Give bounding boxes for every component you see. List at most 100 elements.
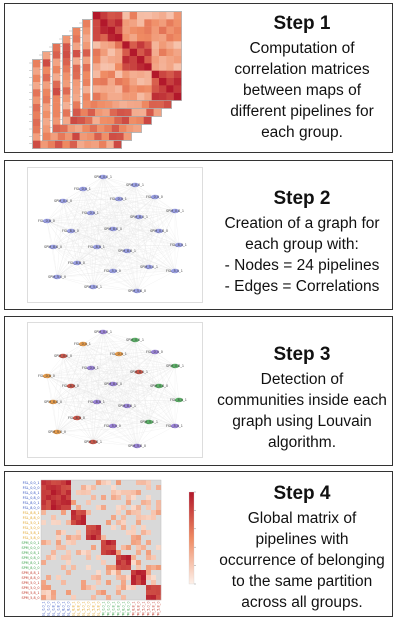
matrix-cell (61, 520, 67, 526)
matrix-row-label: SPM_0,8_1 (21, 551, 39, 555)
graph-edge (52, 353, 120, 403)
matrix-cell (141, 590, 147, 596)
matrix-cell (111, 560, 117, 566)
matrix-cell (131, 540, 137, 546)
graph-edge (82, 188, 176, 272)
matrix-cell (101, 495, 107, 501)
matrix-cell (144, 26, 152, 35)
matrix-cell (56, 545, 62, 551)
matrix-cell (81, 575, 87, 581)
matrix-cell (116, 565, 122, 571)
matrix-cell (126, 495, 132, 501)
graph-node: SPM_8,8_1 (118, 403, 136, 409)
matrix-cell (76, 510, 82, 516)
matrix-cell (156, 510, 162, 516)
matrix-cell (159, 92, 167, 101)
matrix-cell (43, 110, 51, 119)
graph-edge (96, 401, 150, 423)
graph-edge (62, 355, 114, 385)
matrix-cell (101, 570, 107, 576)
matrix-cell (111, 485, 117, 491)
matrix-cell (96, 540, 102, 546)
matrix-cell (116, 585, 122, 591)
matrix-row-label: SPM_5,0_1 (21, 581, 39, 585)
matrix-cell (93, 48, 101, 57)
matrix-cell (141, 535, 147, 541)
matrix-cell (101, 480, 107, 486)
matrix-cell (71, 540, 77, 546)
matrix-cell (76, 565, 82, 571)
matrix-cell (116, 495, 122, 501)
matrix-cell (141, 575, 147, 581)
matrix-cell (143, 116, 152, 124)
matrix-cell (76, 490, 82, 496)
matrix-cell (53, 124, 61, 133)
matrix-row-label: FSL_0,0_0 (23, 486, 40, 490)
matrix-cell (113, 140, 122, 148)
graph-edge (52, 401, 128, 407)
graph-node: FSL_8,8_1 (88, 399, 105, 405)
matrix-cell (129, 41, 138, 49)
matrix-cell (76, 540, 82, 546)
matrix-cell (46, 555, 52, 561)
matrix-cell (173, 78, 182, 86)
matrix-cell (65, 132, 73, 140)
graph-edge (62, 355, 176, 427)
matrix-cell (83, 27, 91, 35)
matrix-cell (53, 80, 61, 89)
matrix-cell (81, 480, 87, 486)
matrix-cell (116, 555, 122, 561)
matrix-cell (121, 570, 127, 576)
matrix-cell (151, 12, 160, 20)
matrix-cell (129, 56, 138, 64)
matrix-cell (151, 490, 157, 496)
graph-edge (118, 198, 176, 272)
graph-node: FSL_0,0_1 (74, 341, 91, 347)
matrix-cell (146, 595, 152, 601)
matrix-cell (137, 12, 145, 20)
matrix-cell (151, 34, 160, 42)
matrix-cell (126, 490, 132, 496)
graph-edge (46, 375, 150, 423)
matrix-cell (43, 118, 51, 126)
matrix-cell (121, 555, 127, 561)
matrix-cell (104, 124, 112, 132)
matrix-cell (61, 550, 67, 556)
matrix-cell (115, 78, 123, 86)
matrix-cell (46, 585, 52, 591)
graph-edge (96, 246, 128, 252)
graph-node: SPM_8,8_1 (118, 248, 136, 254)
matrix-col-label: SPM_5,0_1 (142, 602, 146, 617)
matrix-cell (86, 565, 92, 571)
graph-edge (102, 176, 180, 246)
graph-edge (46, 375, 98, 403)
matrix-cell (146, 560, 152, 566)
graph-edge (82, 188, 176, 212)
matrix-cell (100, 34, 108, 42)
matrix-cell (173, 19, 182, 27)
matrix-cell (86, 550, 92, 556)
graph-node-label: SPM_8,0_1 (130, 370, 148, 374)
matrix-cell (76, 560, 82, 566)
matrix-cell (122, 92, 130, 101)
matrix-cell (107, 85, 116, 93)
matrix-cell (141, 485, 147, 491)
matrix-cell (151, 580, 157, 586)
matrix-cell (156, 565, 162, 571)
graph-edge (174, 210, 180, 246)
graph-edge (70, 385, 180, 401)
matrix-cell (166, 92, 174, 101)
graph-node: SPM_8,0_0 (104, 381, 122, 387)
matrix-cell (121, 480, 127, 486)
matrix-cell (41, 550, 47, 556)
graph-edge (90, 367, 138, 447)
matrix-cell (83, 64, 91, 72)
matrix-col-label: SPM_5,8_1 (152, 602, 156, 617)
matrix-cell (136, 116, 144, 124)
graph-edge (148, 230, 160, 268)
matrix-cell (76, 515, 82, 521)
matrix-cell (93, 92, 101, 101)
matrix-cell (141, 500, 147, 506)
graph-node: SPM_5,8_0 (128, 288, 146, 294)
matrix-cell (66, 495, 72, 501)
